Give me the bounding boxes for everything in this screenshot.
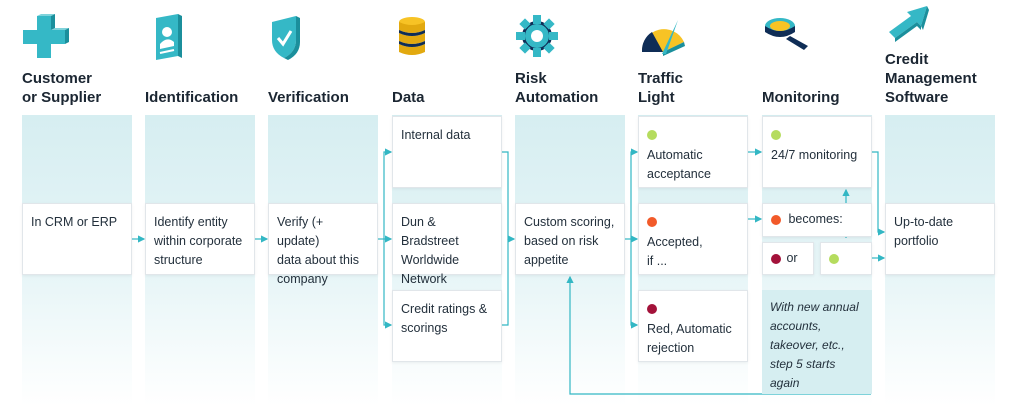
box-internal-data: Internal data bbox=[392, 116, 502, 188]
title-verification: Verification bbox=[268, 89, 349, 106]
box-portfolio-text: Up-to-date portfolio bbox=[894, 215, 954, 248]
title-risk-automation: Risk Automation bbox=[515, 70, 599, 106]
box-custom-scoring: Custom scoring, based on risk appetite bbox=[515, 203, 625, 275]
box-traffic-orange: Accepted, if ... bbox=[638, 203, 748, 275]
box-verify-data-text: Verify (+ update) data about this compan… bbox=[277, 215, 360, 286]
monitoring-becomes-text: becomes: bbox=[788, 212, 843, 226]
magnifier-icon bbox=[765, 18, 808, 50]
box-up-to-date-portfolio: Up-to-date portfolio bbox=[885, 203, 995, 275]
traffic-orange-text: Accepted, if ... bbox=[647, 235, 703, 268]
box-monitoring-green-option bbox=[820, 242, 872, 275]
green-dot-icon bbox=[829, 253, 839, 264]
title-identification: Identification bbox=[145, 89, 239, 106]
red-dot-icon bbox=[647, 303, 657, 314]
title-monitoring: Monitoring bbox=[762, 89, 840, 106]
box-traffic-green: Automatic acceptance bbox=[638, 116, 748, 188]
traffic-red-text: Red, Automatic rejection bbox=[647, 322, 732, 355]
box-verify-data: Verify (+ update) data about this compan… bbox=[268, 203, 378, 286]
box-custom-scoring-text: Custom scoring, based on risk appetite bbox=[524, 215, 615, 267]
shield-check-icon bbox=[272, 16, 300, 60]
box-identify-entity: Identify entity within corporate structu… bbox=[145, 203, 255, 275]
database-icon bbox=[399, 17, 425, 55]
green-dot-icon bbox=[647, 129, 657, 140]
title-customer: Customer or Supplier bbox=[22, 70, 102, 106]
internal-data-text: Internal data bbox=[401, 128, 471, 142]
box-crm-erp-text: In CRM or ERP bbox=[31, 215, 118, 229]
title-credit-management: Credit Management Software bbox=[885, 51, 977, 106]
green-dot-icon bbox=[771, 129, 781, 140]
title-data: Data bbox=[392, 89, 425, 106]
box-monitoring-or: or bbox=[762, 242, 814, 275]
id-card-icon bbox=[156, 14, 182, 60]
box-crm-erp: In CRM or ERP bbox=[22, 203, 132, 275]
monitoring-note-text: With new annual accounts, takeover, etc.… bbox=[770, 300, 859, 390]
box-credit-ratings: Credit ratings & scorings bbox=[392, 290, 502, 362]
gauge-icon bbox=[641, 20, 685, 56]
monitoring-or-text: or bbox=[786, 251, 798, 265]
dun-bradstreet-text: Dun & Bradstreet Worldwide Network bbox=[401, 215, 460, 286]
traffic-green-text: Automatic acceptance bbox=[647, 148, 711, 181]
title-traffic-light: Traffic Light bbox=[638, 70, 684, 106]
box-monitoring-becomes: becomes: bbox=[762, 203, 872, 237]
orange-dot-icon bbox=[771, 214, 781, 225]
orange-dot-icon bbox=[647, 216, 657, 227]
box-monitoring-green: 24/7 monitoring bbox=[762, 116, 872, 188]
monitoring-green-text: 24/7 monitoring bbox=[771, 148, 858, 162]
box-traffic-red: Red, Automatic rejection bbox=[638, 290, 748, 362]
box-dun-bradstreet: Dun & Bradstreet Worldwide Network bbox=[392, 203, 502, 286]
credit-ratings-text: Credit ratings & scorings bbox=[401, 302, 488, 335]
arrow-up-right-icon bbox=[889, 6, 929, 42]
red-dot-icon bbox=[771, 253, 781, 264]
gear-icon bbox=[516, 15, 558, 57]
plus-icon bbox=[23, 14, 69, 58]
box-identify-entity-text: Identify entity within corporate structu… bbox=[154, 215, 243, 267]
monitoring-note: With new annual accounts, takeover, etc.… bbox=[762, 290, 872, 394]
